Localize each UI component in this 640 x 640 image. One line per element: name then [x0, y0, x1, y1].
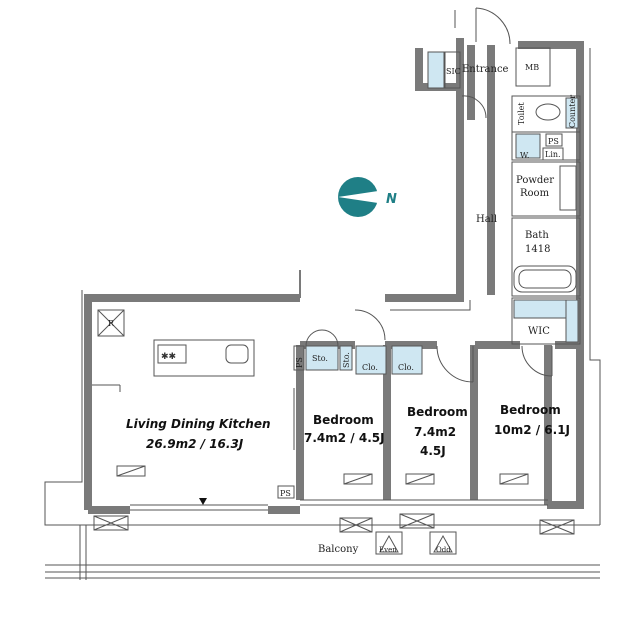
- entrance-label: Entrance: [462, 64, 509, 75]
- clo-label-1: Clo.: [362, 363, 378, 372]
- bedroom2-area-2: 4.5J: [420, 444, 446, 458]
- bedrooms: Bedroom 7.4m2 / 4.5J Bedroom 7.4m2 4.5J …: [304, 403, 570, 485]
- vanity: [559, 165, 577, 211]
- wic-door: [521, 345, 553, 377]
- counter: [565, 97, 579, 129]
- even-hatch: [375, 531, 403, 555]
- hall-label: Hall: [476, 214, 497, 225]
- burner-icon: ✱✱: [161, 352, 176, 362]
- r-label: R: [108, 319, 115, 328]
- ps-box: [545, 133, 563, 147]
- ldk-ac: [116, 465, 146, 477]
- odd-hatch: [429, 531, 457, 555]
- bedroom1-name: Bedroom: [313, 413, 374, 427]
- toilet-bowl: [535, 103, 561, 121]
- bath-size: 1418: [525, 244, 550, 255]
- odd-label: Odd: [436, 546, 451, 554]
- bedroom2-name: Bedroom: [407, 405, 468, 419]
- mb-box: [515, 47, 551, 87]
- powder-room-label-1: Powder: [516, 175, 554, 186]
- sic-label: SIC: [446, 67, 461, 76]
- ps-label-1: PS: [548, 137, 559, 146]
- clo-label-2: Clo.: [398, 363, 414, 372]
- bath-label: Bath: [525, 230, 549, 241]
- bedroom3-name: Bedroom: [500, 403, 561, 417]
- compass-pointer: [338, 191, 378, 203]
- sto-label-1: Sto.: [312, 354, 328, 363]
- north-label: N: [386, 192, 397, 207]
- ps-label-2: PS: [280, 489, 291, 498]
- hall-swing-door: [354, 309, 386, 341]
- ps-label-3: PS: [295, 357, 304, 368]
- ldk-name: Living Dining Kitchen: [126, 417, 271, 431]
- bathtub: [513, 265, 577, 293]
- storage-row: PS Sto. Sto. Clo. Clo.: [293, 309, 474, 450]
- sto-label-2: Sto.: [342, 352, 351, 368]
- bedroom2-area-1: 7.4m2: [414, 425, 456, 439]
- w-label: W.: [520, 151, 529, 160]
- ac-unit-4: [539, 519, 575, 535]
- ldk-area-text: 26.9m2 / 16.3J: [146, 437, 244, 451]
- north-compass: N: [338, 177, 397, 217]
- sto-door: [305, 329, 339, 347]
- ac-unit-1: [93, 515, 129, 531]
- bedroom3-door: [436, 345, 474, 383]
- even-label: Even: [379, 546, 397, 554]
- kitchen-island: [153, 339, 255, 377]
- lin-label: Lin.: [545, 150, 561, 159]
- powder-room-label-2: Room: [520, 188, 550, 199]
- hall-door: [461, 95, 487, 119]
- balcony-area: Balcony Even Odd: [93, 513, 575, 555]
- entrance-area: SIC Entrance MB: [427, 7, 551, 119]
- ldk-area: R ✱✱ PS Living Dining Kitchen 26.9m2 / 1…: [92, 309, 295, 505]
- wic-label: WIC: [528, 326, 550, 337]
- wet-areas: Toilet Counter W. PS Lin. Powder Room Ba…: [476, 95, 581, 297]
- wic-area: WIC: [511, 297, 581, 377]
- ac-unit-2: [339, 517, 373, 533]
- ac-unit-3: [399, 513, 435, 529]
- window-marker: [199, 498, 207, 505]
- ps-box-2: [277, 485, 295, 499]
- entrance-door: [475, 7, 511, 45]
- counter-label: Counter: [568, 95, 577, 128]
- stove: [157, 344, 187, 364]
- sic-storage: [427, 51, 446, 89]
- sink: [225, 344, 249, 364]
- toilet-label: Toilet: [517, 102, 526, 125]
- lin-box: [542, 147, 564, 161]
- r-box: [97, 309, 125, 337]
- outline: [44, 10, 601, 580]
- mb-label: MB: [525, 63, 539, 72]
- bedroom3-area: 10m2 / 6.1J: [494, 423, 570, 437]
- bedroom1-area: 7.4m2 / 4.5J: [304, 431, 385, 445]
- balcony-label: Balcony: [318, 544, 359, 555]
- washer-space: [515, 133, 541, 159]
